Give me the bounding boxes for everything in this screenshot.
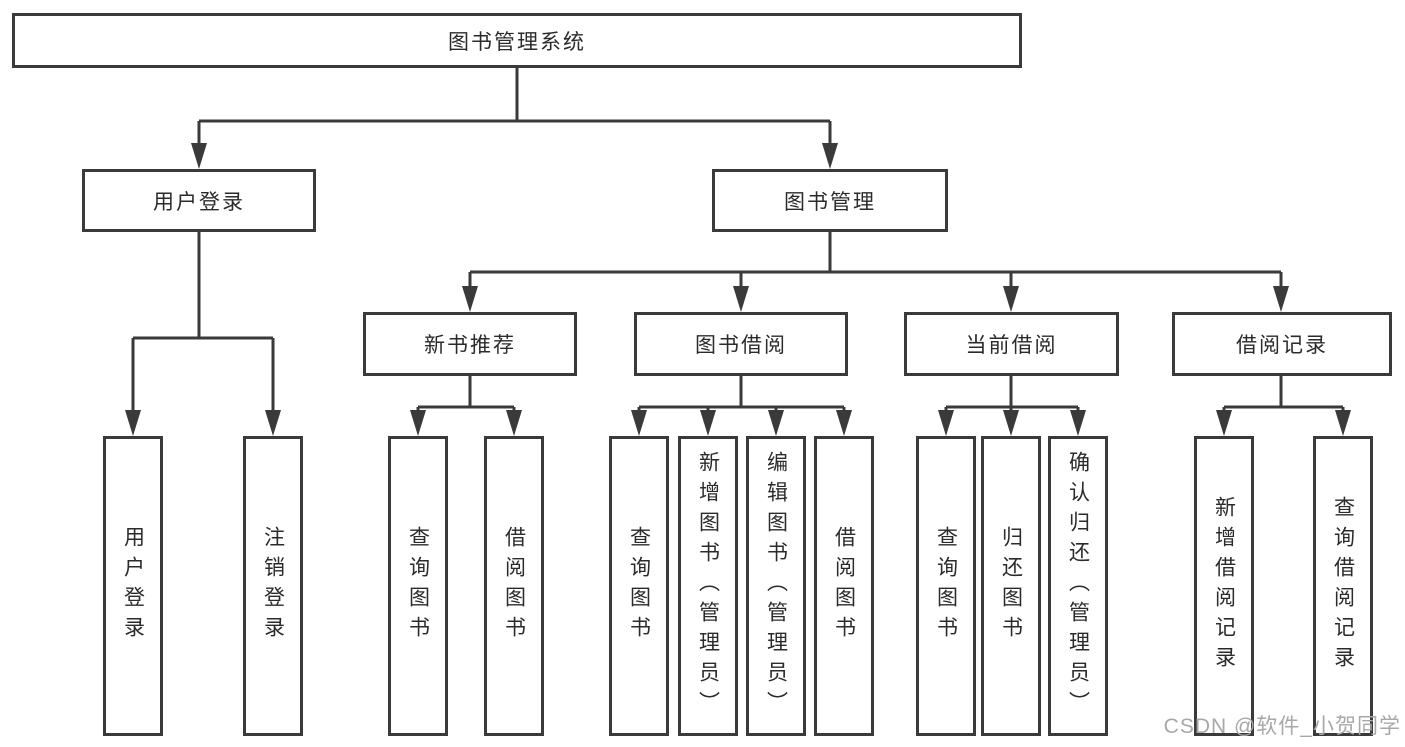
node-label: 图书管理: [784, 190, 876, 214]
leaf-query-borrow-record: 查询借阅记录: [1313, 436, 1373, 736]
connector-management-to-level3: [468, 231, 1283, 288]
leaf-user-login: 用户登录: [103, 436, 163, 736]
node-new-book-recommend: 新书推荐: [363, 312, 577, 376]
leaf-confirm-return-admin: 确认归还（管理员）: [1048, 436, 1108, 736]
node-label: 用户登录: [153, 190, 245, 214]
leaf-query-books-current: 查询图书: [916, 436, 976, 736]
leaf-borrow-books-recommend: 借阅图书: [484, 436, 544, 736]
leaf-label: 查询图书: [627, 526, 651, 646]
connector-root-to-level2: [197, 67, 832, 145]
leaf-label: 归还图书: [999, 526, 1023, 646]
leaf-label: 新增借阅记录: [1212, 496, 1236, 676]
connector-current-to-leaves: [944, 375, 1080, 413]
leaf-label: 借阅图书: [832, 526, 856, 646]
arrowheads: [125, 143, 1351, 436]
node-borrowing-records: 借阅记录: [1172, 312, 1392, 376]
node-label: 图书管理系统: [448, 30, 586, 54]
leaf-query-books-borrow: 查询图书: [609, 436, 669, 736]
leaf-label: 查询借阅记录: [1331, 496, 1355, 676]
connector-borrow-to-leaves: [637, 375, 846, 413]
connector-records-to-leaves: [1222, 375, 1345, 413]
leaf-add-borrow-record: 新增借阅记录: [1194, 436, 1254, 736]
node-user-login: 用户登录: [82, 169, 316, 232]
leaf-label: 新增图书（管理员）: [696, 451, 720, 721]
leaf-label: 查询图书: [406, 526, 430, 646]
leaf-label: 确认归还（管理员）: [1066, 451, 1090, 721]
leaf-label: 注销登录: [261, 526, 285, 646]
node-label: 借阅记录: [1236, 334, 1328, 357]
leaf-label: 用户登录: [121, 526, 145, 646]
connector-login-to-leaves: [131, 231, 275, 413]
leaf-borrow-books: 借阅图书: [814, 436, 874, 736]
node-book-management: 图书管理: [712, 169, 948, 232]
node-label: 新书推荐: [424, 334, 516, 357]
leaf-label: 编辑图书（管理员）: [764, 451, 788, 721]
leaf-label: 查询图书: [934, 526, 958, 646]
leaf-return-books: 归还图书: [981, 436, 1041, 736]
csdn-watermark: CSDN @软件_小贺同学: [1163, 715, 1401, 738]
node-book-borrowing: 图书借阅: [634, 312, 848, 376]
leaf-add-books-admin: 新增图书（管理员）: [678, 436, 738, 736]
node-library-management-system: 图书管理系统: [12, 13, 1022, 68]
connector-recommend-to-leaves: [416, 375, 516, 413]
leaf-query-books-recommend: 查询图书: [388, 436, 448, 736]
node-current-borrowing: 当前借阅: [904, 312, 1119, 376]
leaf-label: 借阅图书: [502, 526, 526, 646]
node-label: 当前借阅: [965, 334, 1058, 357]
node-label: 图书借阅: [695, 334, 787, 357]
leaf-edit-books-admin: 编辑图书（管理员）: [746, 436, 806, 736]
leaf-logout: 注销登录: [243, 436, 303, 736]
